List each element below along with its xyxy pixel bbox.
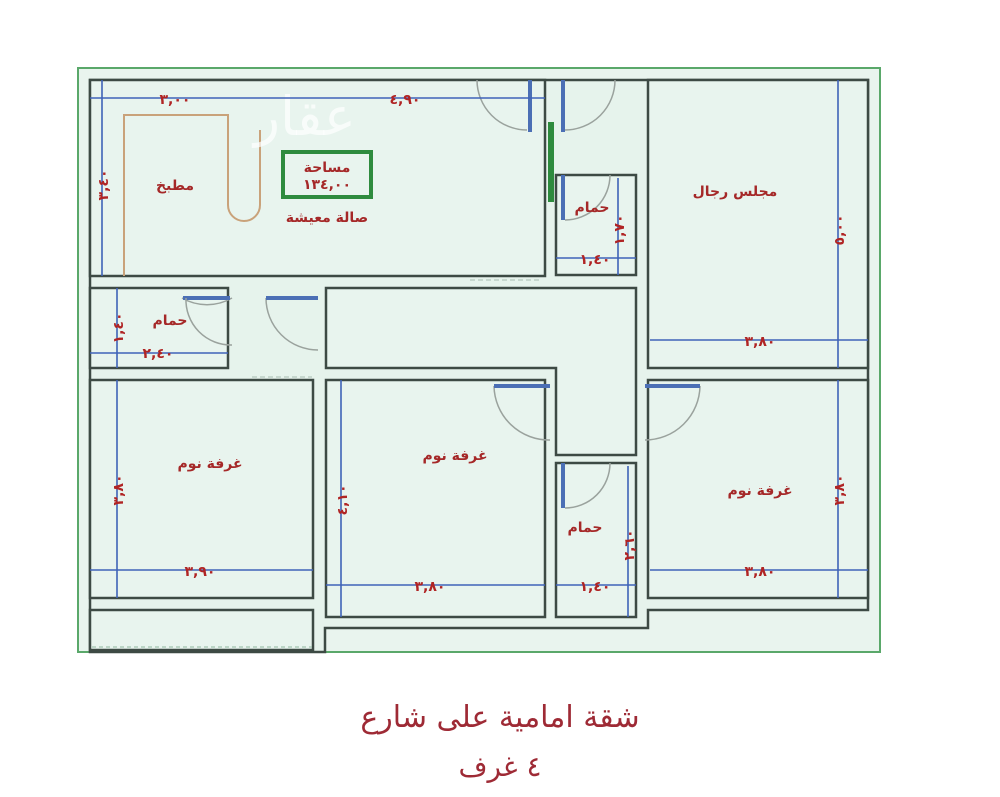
- dim-bedroom-middle-width: ٣,٨٠: [415, 579, 446, 595]
- label-majlis: مجلس رجال: [693, 184, 778, 200]
- label-bedroom-middle: غرفة نوم: [422, 448, 487, 464]
- corridor: [324, 286, 638, 457]
- kitchen-counter: [123, 114, 261, 276]
- watermark-logo: عقار: [251, 85, 356, 148]
- label-bedroom-right: غرفة نوم: [727, 483, 792, 499]
- dim-bedroom-right-width: ٣,٨٠: [745, 564, 776, 580]
- dim-living-width: ٤,٩٠: [390, 92, 421, 108]
- dim-kitchen-width: ٣,٠٠: [160, 92, 191, 108]
- majlis-room: [646, 78, 870, 370]
- dim-majlis-width: ٣,٨٠: [745, 334, 776, 350]
- balcony-strip: [88, 608, 315, 652]
- caption-title: شقة امامية على شارع: [360, 700, 640, 735]
- caption-rooms: ٤ غرف: [458, 750, 542, 783]
- door-icon: [181, 174, 701, 509]
- dim-bedroom-middle-height: ٤,١٠: [335, 485, 351, 516]
- bedroom-middle: [324, 378, 547, 619]
- label-bedroom-left: غرفة نوم: [177, 456, 242, 472]
- dim-bath-bottom-height: ٢,٦٠: [622, 530, 638, 561]
- dim-majlis-height: ٥,٠٠: [832, 215, 848, 246]
- label-bath-left: حمام: [153, 313, 188, 329]
- area-value: ١٣٤,٠٠: [303, 177, 351, 193]
- area-label: مساحة: [304, 160, 351, 176]
- label-living: صالة معيشة: [286, 210, 368, 226]
- entrance-door-icon: [476, 79, 616, 202]
- dim-bath-bottom-width: ١,٤٠: [580, 579, 611, 595]
- bedroom-right: [646, 378, 870, 600]
- bath-bottom: [554, 461, 638, 619]
- bedroom-left: [88, 378, 315, 600]
- bath-left: [88, 286, 230, 370]
- dim-bath-top-height: ١,٧٠: [612, 215, 628, 246]
- label-bath-bottom: حمام: [568, 520, 603, 536]
- dim-bath-left-width: ٢,٤٠: [143, 346, 174, 362]
- area-box: [281, 150, 373, 199]
- label-bath-top: حمام: [575, 200, 610, 216]
- dimension-lines: [90, 80, 868, 617]
- label-kitchen: مطبخ: [156, 178, 194, 194]
- dim-living-height: ٣,٤٠: [96, 170, 112, 201]
- dim-bath-top-width: ١,٤٠: [580, 252, 611, 268]
- dim-bath-left-height: ١,٤٠: [111, 313, 127, 344]
- dim-bedroom-left-width: ٣,٩٠: [185, 564, 216, 580]
- dim-bedroom-left-height: ٣,٨٠: [111, 475, 127, 506]
- dim-bedroom-right-height: ٣,٨٠: [832, 475, 848, 506]
